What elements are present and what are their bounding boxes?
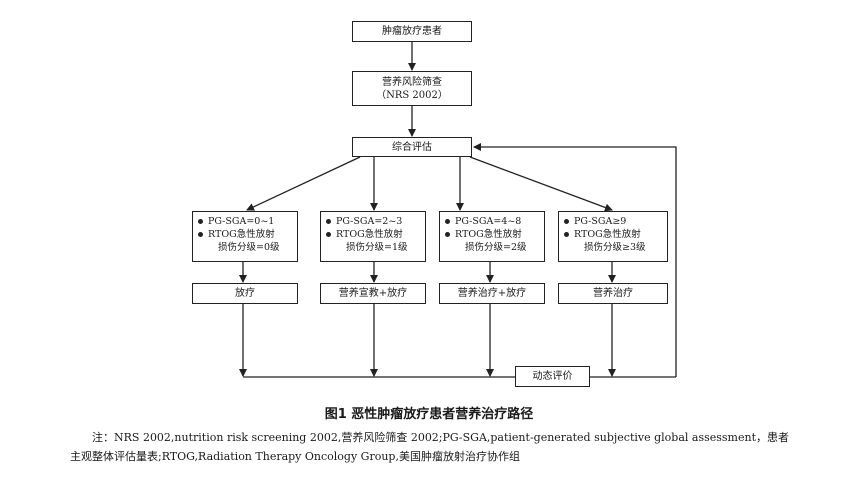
criteria-2-pg: PG-SGA=2~3 [326, 215, 425, 228]
criteria-box-4: PG-SGA≥9 RTOG急性放射 损伤分级≥3级 [558, 211, 668, 262]
arrow-assess-to-criteria-4 [469, 156, 613, 212]
criteria-1-grade: 损伤分级=0级 [218, 242, 280, 253]
criteria-box-2: PG-SGA=2~3 RTOG急性放射 损伤分级=1级 [320, 211, 426, 262]
criteria-1-rtog: RTOG急性放射 [198, 228, 297, 241]
criteria-4-grade: 损伤分级≥3级 [584, 242, 646, 253]
action-box-1: 放疗 [192, 283, 298, 304]
criteria-3-rtog: RTOG急性放射 [445, 228, 544, 241]
figure-caption-note: 注：NRS 2002,nutrition risk screening 2002… [70, 428, 810, 466]
action-1-label: 放疗 [235, 288, 255, 299]
figure-caption-note-line2: 主观整体评估量表;RTOG,Radiation Therapy Oncology… [70, 450, 520, 463]
action-2-label: 营养宣教+放疗 [338, 288, 408, 299]
action-box-4: 营养治疗 [558, 283, 668, 304]
criteria-4-pg: PG-SGA≥9 [564, 215, 667, 228]
node-dynamic: 动态评价 [515, 366, 590, 387]
action-box-3: 营养治疗+放疗 [439, 283, 545, 304]
action-3-label: 营养治疗+放疗 [457, 288, 527, 299]
criteria-1-pg: PG-SGA=0~1 [198, 215, 297, 228]
action-box-2: 营养宣教+放疗 [320, 283, 426, 304]
figure-caption-title: 图1 恶性肿瘤放疗患者营养治疗路径 [324, 407, 534, 422]
node-screening: 营养风险筛查 （NRS 2002） [352, 71, 472, 106]
feedback-loop-line [473, 143, 677, 377]
node-screening-label: 营养风险筛查 [382, 76, 442, 88]
criteria-3-grade: 损伤分级=2级 [465, 242, 527, 253]
criteria-box-1: PG-SGA=0~1 RTOG急性放射 损伤分级=0级 [192, 211, 298, 262]
figure-caption-note-line1: 注：NRS 2002,nutrition risk screening 2002… [92, 431, 789, 444]
criteria-4-rtog: RTOG急性放射 [564, 228, 667, 241]
criteria-2-rtog: RTOG急性放射 [326, 228, 425, 241]
node-assess: 综合评估 [352, 137, 472, 157]
node-assess-label: 综合评估 [392, 141, 432, 153]
node-start-label: 肿瘤放疗患者 [382, 26, 442, 37]
node-start: 肿瘤放疗患者 [352, 21, 472, 42]
arrow-assess-to-criteria-1 [246, 156, 361, 211]
node-dynamic-label: 动态评价 [532, 371, 573, 382]
node-screening-sub: （NRS 2002） [376, 89, 448, 101]
criteria-2-grade: 损伤分级=1级 [346, 242, 408, 253]
action-4-label: 营养治疗 [593, 288, 633, 299]
criteria-3-pg: PG-SGA=4~8 [445, 215, 544, 228]
criteria-box-3: PG-SGA=4~8 RTOG急性放射 损伤分级=2级 [439, 211, 545, 262]
